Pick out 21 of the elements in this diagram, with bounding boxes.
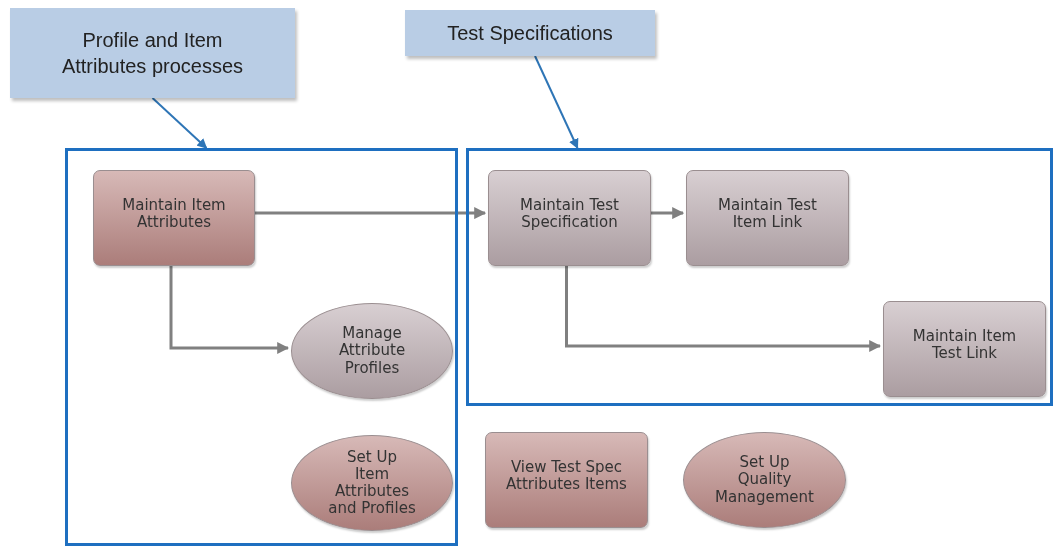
node-label: Set Up Quality Management [715,454,814,506]
process-box [883,301,1046,397]
arrow [151,97,208,149]
process-box [686,170,849,266]
process-box [93,170,255,266]
node-label: Maintain Test Item Link [717,197,818,232]
arrow [534,55,579,149]
process-box [488,170,651,266]
callout-box [405,10,655,56]
node-label: Maintain Item Attributes [121,197,227,232]
callout-box [10,8,295,98]
callout-label: Profile and Item Attributes processes [60,28,245,79]
node-label: Manage Attribute Profiles [337,325,407,377]
process-box [485,432,648,528]
callout-label: Test Specifications [447,21,613,46]
node-label: Maintain Item Test Link [911,328,1018,363]
node-label: Maintain Test Specification [519,197,620,232]
node-label: View Test Spec Attributes Items [506,459,627,494]
group-frame [466,148,1053,406]
group-frame [65,148,458,546]
node-label: Set Up Item Attributes and Profiles [328,448,416,518]
